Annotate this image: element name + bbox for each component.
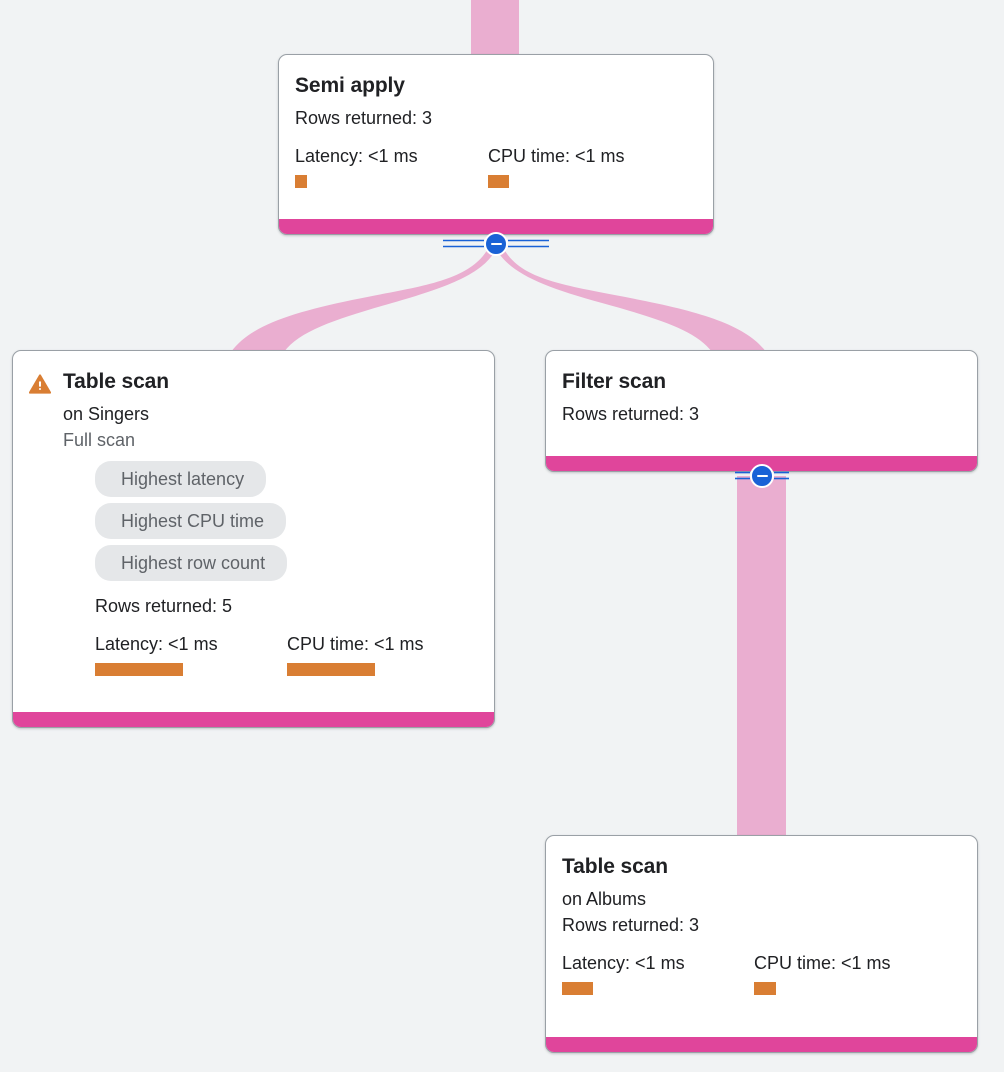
metric-cpu: CPU time: <1 ms — [754, 952, 891, 995]
node-metrics: Latency: <1 ms CPU time: <1 ms — [295, 145, 697, 188]
metric-cpu-label: CPU time: <1 ms — [488, 146, 625, 166]
metric-cpu: CPU time: <1 ms — [287, 633, 424, 676]
chip-wrap: Highest latency — [29, 461, 478, 503]
minus-circle-icon[interactable] — [484, 232, 508, 256]
node-rows-returned: Rows returned: 3 — [295, 108, 433, 128]
node-accent-bar — [13, 712, 494, 727]
edge-semi-apply-to-filter-scan — [495, 247, 766, 352]
chip-wrap: Highest row count — [29, 545, 478, 587]
minus-circle-icon[interactable] — [750, 464, 774, 488]
node-title-row: Table scan — [562, 854, 961, 880]
chip-highest-latency[interactable]: Highest latency — [95, 461, 267, 497]
node-metrics: Latency: <1 ms CPU time: <1 ms — [562, 952, 961, 995]
metric-cpu-label: CPU time: <1 ms — [754, 953, 891, 973]
metric-latency: Latency: <1 ms — [295, 145, 488, 188]
node-subtitle: on Singers — [63, 404, 150, 424]
node-rows-returned: Rows returned: 5 — [95, 596, 233, 616]
metric-cpu-bar — [287, 663, 375, 676]
node-title-row: Semi apply — [295, 73, 697, 99]
metric-cpu-bar — [488, 175, 509, 188]
node-subtitle: on Albums — [562, 889, 647, 909]
node-chips: Highest latency Highest CPU time Highest… — [29, 461, 478, 587]
metric-cpu: CPU time: <1 ms — [488, 145, 625, 188]
node-title-row: Table scan on Singers Full scan — [29, 369, 478, 453]
node-rows-returned: Rows returned: 3 — [562, 404, 700, 424]
metric-latency: Latency: <1 ms — [562, 952, 754, 995]
node-table-scan-singers[interactable]: Table scan on Singers Full scan Highest … — [12, 350, 495, 728]
node-semi-apply[interactable]: Semi apply Rows returned: 3 Latency: <1 … — [278, 54, 714, 235]
metric-latency-bar — [562, 982, 593, 995]
node-table-scan-albums[interactable]: Table scan on Albums Rows returned: 3 La… — [545, 835, 978, 1053]
metric-cpu-bar — [754, 982, 776, 995]
node-title: Table scan — [63, 370, 169, 393]
node-title-row: Filter scan — [562, 369, 961, 395]
node-title: Semi apply — [295, 74, 405, 97]
node-body: Semi apply Rows returned: 3 Latency: <1 … — [279, 55, 713, 219]
chip-highest-cpu-time[interactable]: Highest CPU time — [95, 503, 287, 539]
edge-incoming-semi-apply — [471, 0, 519, 56]
metric-latency-bar — [295, 175, 307, 188]
chip-highest-row-count[interactable]: Highest row count — [95, 545, 288, 581]
metric-latency-label: Latency: <1 ms — [95, 634, 218, 654]
node-accent-bar — [546, 1037, 977, 1052]
node-rows-returned: Rows returned: 3 — [562, 915, 700, 935]
node-title: Filter scan — [562, 370, 666, 393]
metric-latency-label: Latency: <1 ms — [295, 146, 418, 166]
node-body: Filter scan Rows returned: 3 — [546, 351, 977, 456]
metric-latency-label: Latency: <1 ms — [562, 953, 685, 973]
edge-filter-scan-to-table-scan-albums — [737, 476, 786, 838]
node-body: Table scan on Singers Full scan Highest … — [13, 351, 494, 712]
node-accent-bar — [279, 219, 713, 234]
node-metrics: Latency: <1 ms CPU time: <1 ms — [95, 633, 478, 676]
node-title-block: Table scan on Singers Full scan — [63, 369, 169, 453]
node-scan-type: Full scan — [63, 430, 136, 450]
metric-latency: Latency: <1 ms — [95, 633, 287, 676]
metric-latency-bar — [95, 663, 183, 676]
node-filter-scan[interactable]: Filter scan Rows returned: 3 — [545, 350, 978, 472]
node-body: Table scan on Albums Rows returned: 3 La… — [546, 836, 977, 1037]
edge-semi-apply-to-table-scan-singers — [231, 247, 497, 352]
chip-wrap: Highest CPU time — [29, 503, 478, 545]
warning-triangle-icon — [29, 374, 51, 394]
node-title: Table scan — [562, 855, 668, 878]
toggle-rails-icon — [443, 239, 549, 248]
toggle-filter-scan[interactable] — [709, 464, 815, 488]
toggle-semi-apply[interactable] — [443, 232, 549, 256]
metric-cpu-label: CPU time: <1 ms — [287, 634, 424, 654]
